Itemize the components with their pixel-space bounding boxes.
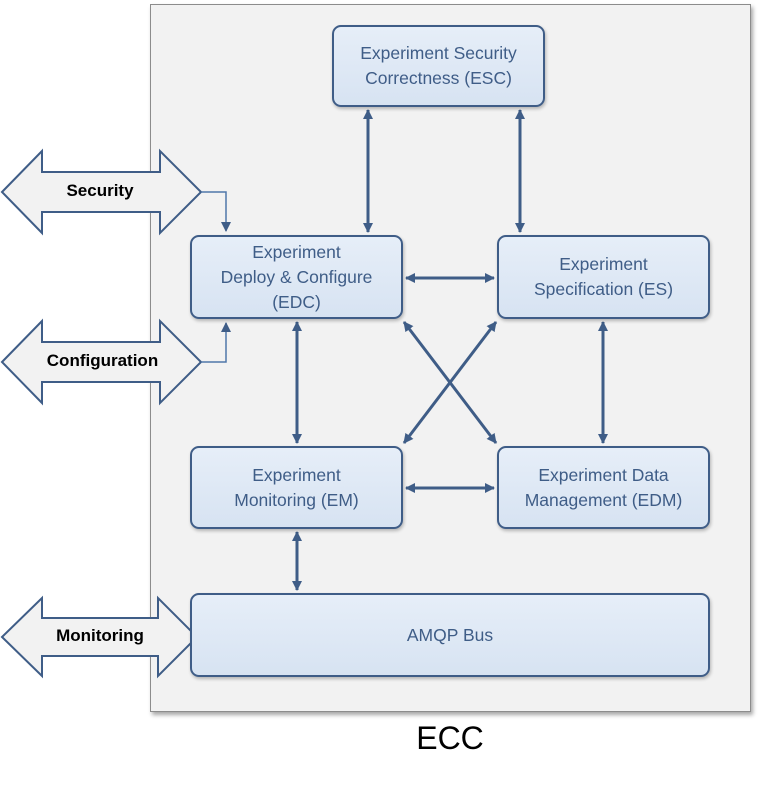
edm-node: Experiment Data Management (EDM) [497,446,710,529]
es-node: Experiment Specification (ES) [497,235,710,319]
edc-label: Experiment Deploy & Configure (EDC) [220,241,373,312]
security-to-edc-connector [201,191,231,232]
em-node: Experiment Monitoring (EM) [190,446,403,529]
configuration-to-edc-connector [201,322,231,363]
amqp-bus-node: AMQP Bus [190,593,710,677]
amqp-bus-label: AMQP Bus [406,624,494,645]
security-interface-label: Security [66,181,134,200]
esc-node: Experiment Security Correctness (ESC) [332,25,545,107]
es-em-connector [402,321,498,444]
es-label: Experiment Specification (ES) [533,254,674,299]
configuration-interface-label: Configuration [46,351,159,370]
monitoring-interface-label: Monitoring [56,626,144,645]
esc-label: Experiment Security Correctness (ESC) [360,43,517,88]
ecc-caption: ECC [416,720,484,756]
edc-node: Experiment Deploy & Configure (EDC) [190,235,403,319]
em-label: Experiment Monitoring (EM) [234,464,359,510]
edm-label: Experiment Data Management (EDM) [524,464,683,510]
